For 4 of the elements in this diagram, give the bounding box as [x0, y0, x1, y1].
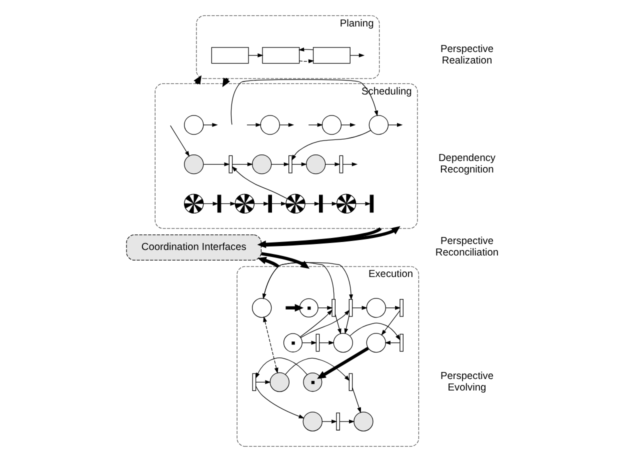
label: Dependency Recognition [438, 153, 496, 176]
label: Perspective Realization [440, 44, 494, 67]
label: Perspective Evolving [440, 370, 494, 394]
label: Perspective Reconciliation [435, 236, 499, 259]
